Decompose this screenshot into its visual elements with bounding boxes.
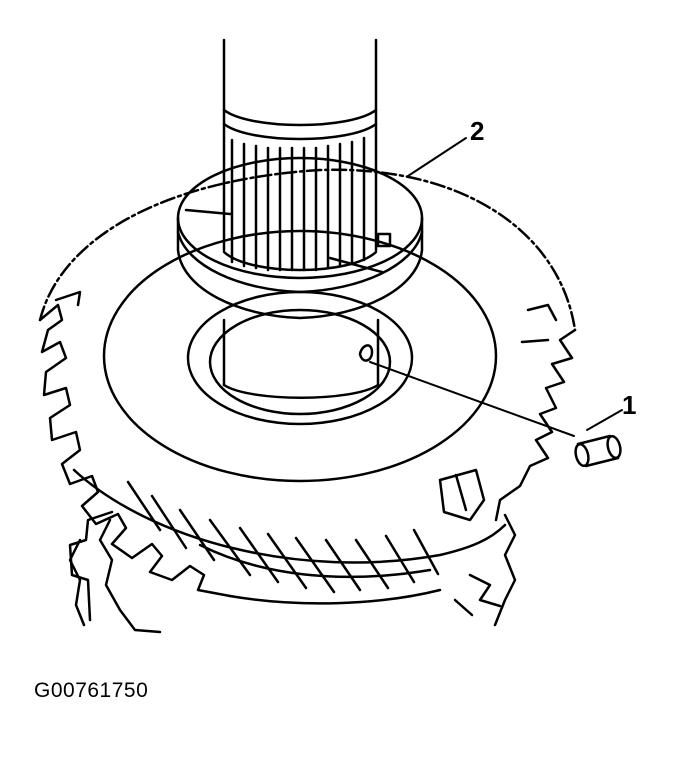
leader-lines bbox=[369, 137, 623, 437]
main-gear bbox=[38, 168, 577, 605]
callout-2: 2 bbox=[470, 116, 485, 146]
leader-line-1-tail bbox=[586, 409, 623, 431]
leader-line-1 bbox=[369, 361, 575, 437]
lower-gear bbox=[68, 510, 517, 634]
splined-shaft bbox=[222, 38, 380, 399]
figure-id-label: G00761750 bbox=[34, 679, 149, 702]
pin-part bbox=[574, 434, 622, 468]
gear-hub bbox=[102, 229, 498, 483]
leader-line-2 bbox=[407, 137, 467, 177]
callout-1: 1 bbox=[622, 390, 637, 420]
thrust-washer bbox=[176, 156, 424, 320]
